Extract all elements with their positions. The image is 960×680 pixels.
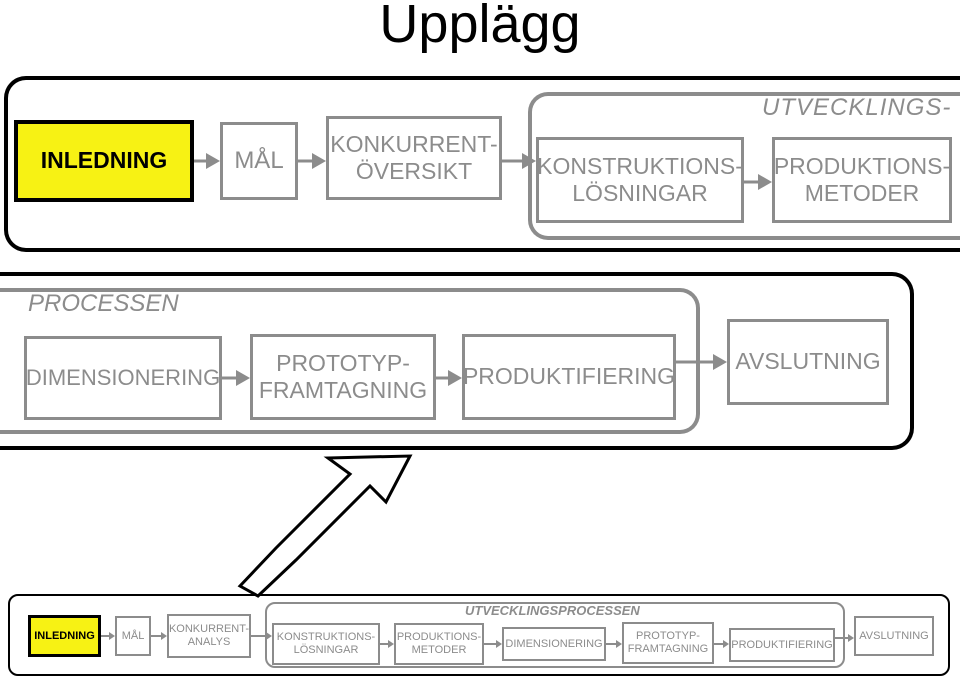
- top-inledning-box[interactable]: INLEDNING: [14, 120, 194, 202]
- middle-panel-frame: [0, 272, 914, 450]
- top-konkurrent-box[interactable]: KONKURRENT- ÖVERSIKT: [326, 116, 502, 200]
- top-group-label: UTVECKLINGS-: [762, 94, 952, 121]
- bottom-overview-frame: [8, 594, 950, 676]
- top-mal-box[interactable]: MÅL: [220, 122, 298, 200]
- bottom-prototyp-box[interactable]: PROTOTYP- FRAMTAGNING: [622, 622, 714, 664]
- top-produktion-box[interactable]: PRODUKTIONS- METODER: [772, 137, 952, 223]
- top-konstruktion-box[interactable]: KONSTRUKTIONS- LÖSNINGAR: [536, 137, 744, 223]
- bottom-mal-box[interactable]: MÅL: [115, 616, 151, 656]
- middle-produktifiering-box[interactable]: PRODUKTIFIERING: [462, 334, 676, 420]
- middle-dimensionering-box[interactable]: DIMENSIONERING: [24, 336, 222, 420]
- bottom-konstruktion-box[interactable]: KONSTRUKTIONS- LÖSNINGAR: [272, 623, 380, 665]
- bottom-dimensionering-box[interactable]: DIMENSIONERING: [502, 627, 606, 661]
- bottom-group-label: UTVECKLINGSPROCESSEN: [465, 603, 640, 618]
- middle-avslutning-box[interactable]: AVSLUTNING: [727, 319, 889, 405]
- bottom-konkurrent-box[interactable]: KONKURRENT- ANALYS: [167, 614, 251, 658]
- middle-prototyp-box[interactable]: PROTOTYP- FRAMTAGNING: [250, 334, 436, 420]
- middle-group-label: PROCESSEN: [28, 290, 179, 317]
- top-panel-frame: [4, 76, 960, 252]
- bottom-avslutning-box[interactable]: AVSLUTNING: [854, 616, 934, 656]
- bottom-produktion-box[interactable]: PRODUKTIONS- METODER: [394, 623, 484, 665]
- zoom-arrow-icon: [237, 454, 413, 598]
- page-title: Upplägg: [379, 0, 581, 54]
- bottom-inledning-box[interactable]: INLEDNING: [28, 615, 101, 657]
- bottom-produktifiering-box[interactable]: PRODUKTIFIERING: [729, 628, 835, 662]
